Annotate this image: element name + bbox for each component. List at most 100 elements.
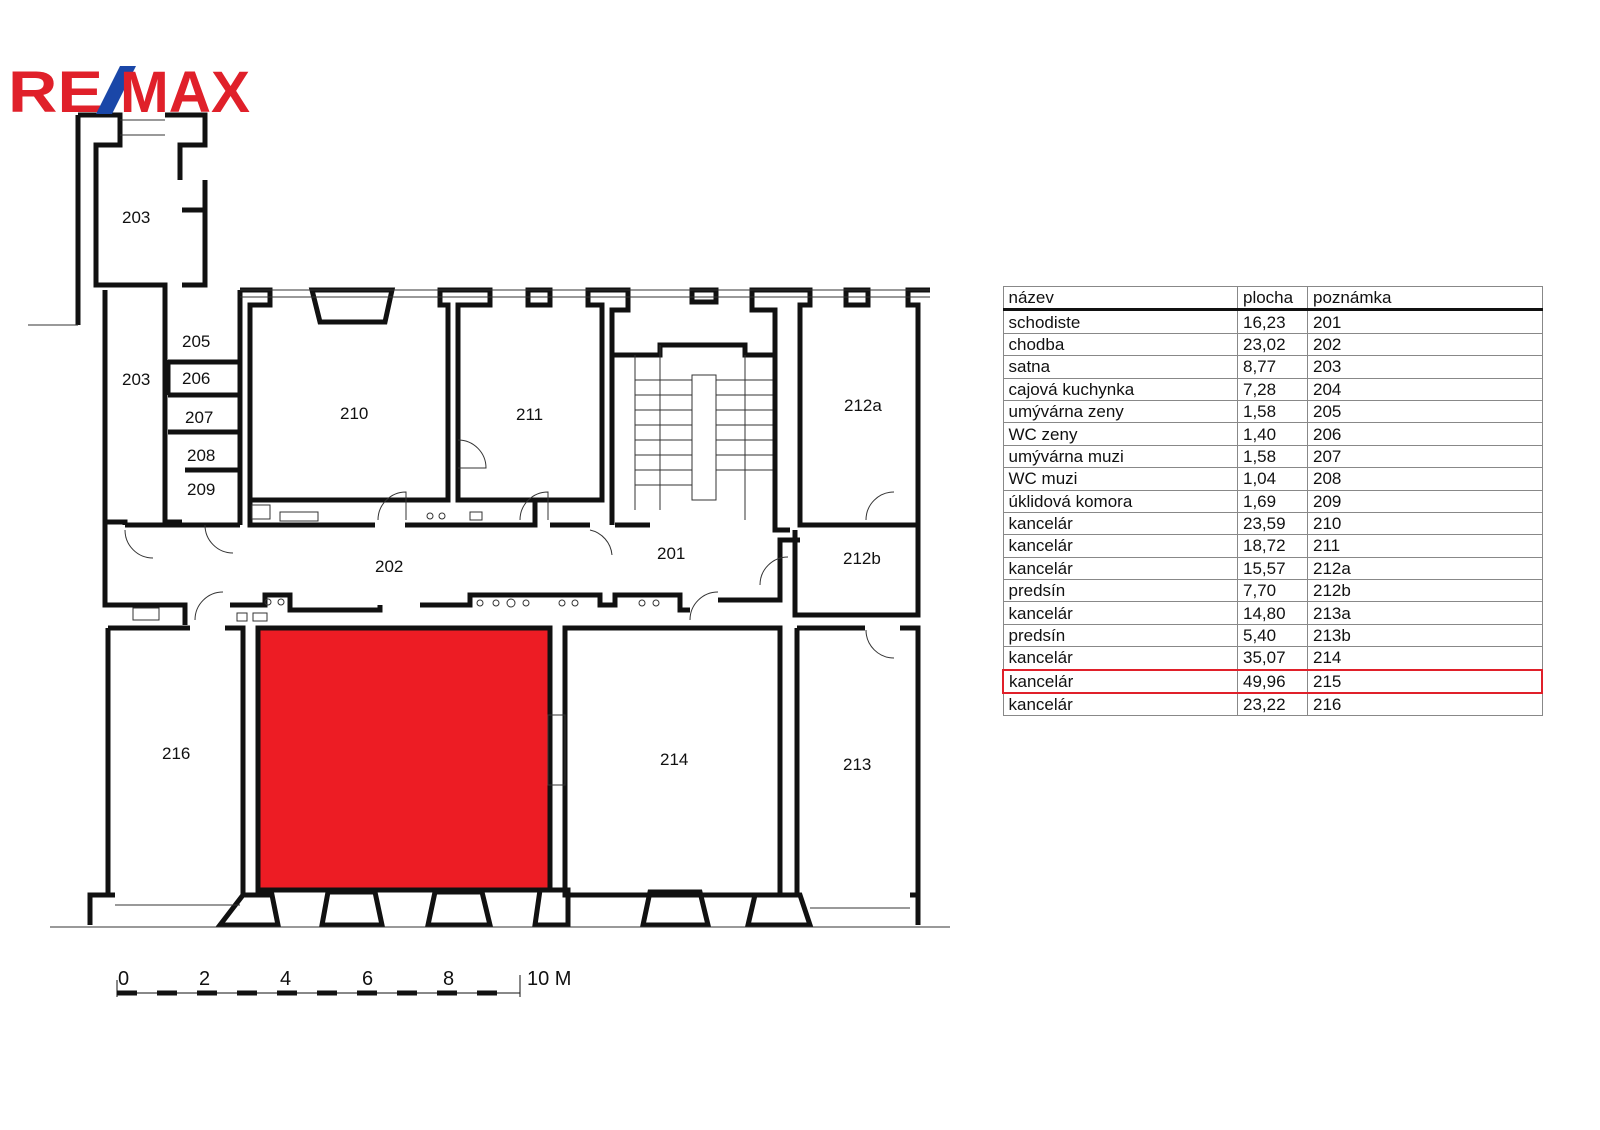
area-cell: 16,23 bbox=[1237, 309, 1308, 334]
corridor-walls bbox=[102, 500, 921, 625]
name-cell: schodiste bbox=[1002, 309, 1238, 334]
svg-text:RE: RE bbox=[8, 62, 103, 118]
name-cell: predsín bbox=[1002, 623, 1238, 648]
name-cell: kancelár bbox=[1002, 601, 1238, 625]
room-label: 213 bbox=[843, 755, 871, 774]
name-cell: chodba bbox=[1002, 332, 1238, 357]
room-label: 210 bbox=[340, 404, 368, 423]
area-cell: 1,58 bbox=[1237, 444, 1308, 469]
room-label: 203 bbox=[122, 208, 150, 227]
name-cell: umývárna zeny bbox=[1002, 399, 1238, 424]
room-label: 205 bbox=[182, 332, 210, 351]
note-cell: 214 bbox=[1307, 646, 1543, 671]
room-label: 203 bbox=[122, 370, 150, 389]
area-cell: 5,40 bbox=[1237, 623, 1308, 648]
note-cell: 213b bbox=[1307, 623, 1543, 648]
room-label: 211 bbox=[516, 405, 543, 424]
area-cell: 1,69 bbox=[1237, 489, 1308, 513]
floor-plan: 203 203 205 206 207 208 209 210 211 212a… bbox=[28, 112, 950, 997]
note-cell: 213a bbox=[1307, 601, 1543, 625]
scale-label: 6 bbox=[362, 968, 374, 990]
room-label: 206 bbox=[182, 369, 210, 388]
room-label: 207 bbox=[185, 408, 213, 427]
top-facade bbox=[240, 287, 930, 528]
note-cell: 207 bbox=[1307, 444, 1543, 469]
room-label: 208 bbox=[187, 446, 215, 465]
scale-bar bbox=[116, 975, 521, 997]
note-cell: 212b bbox=[1307, 579, 1543, 603]
name-cell: úklidová komora bbox=[1002, 489, 1238, 513]
area-cell: 23,22 bbox=[1237, 692, 1308, 717]
name-cell: WC muzi bbox=[1002, 467, 1238, 491]
name-cell: kancelár bbox=[1002, 668, 1238, 695]
note-cell: 209 bbox=[1307, 489, 1543, 513]
room-label: 212a bbox=[844, 396, 882, 415]
note-cell: 211 bbox=[1307, 534, 1543, 558]
area-cell: 14,80 bbox=[1237, 601, 1308, 625]
area-cell: 49,96 bbox=[1237, 668, 1308, 695]
name-cell: satna bbox=[1002, 355, 1238, 379]
area-cell: plocha bbox=[1237, 285, 1308, 312]
area-cell: 1,04 bbox=[1237, 467, 1308, 491]
stair bbox=[634, 345, 776, 520]
name-cell: predsín bbox=[1002, 579, 1238, 603]
area-cell: 8,77 bbox=[1237, 355, 1308, 379]
note-cell: 212a bbox=[1307, 556, 1543, 581]
room-label: 202 bbox=[375, 557, 403, 576]
note-cell: 216 bbox=[1307, 692, 1543, 717]
note-cell: 208 bbox=[1307, 467, 1543, 491]
left-wall bbox=[75, 115, 243, 525]
name-cell: kancelár bbox=[1002, 534, 1238, 558]
area-cell: 23,02 bbox=[1237, 332, 1308, 357]
bottom-facade bbox=[87, 887, 921, 928]
scale-label: 8 bbox=[443, 968, 455, 990]
stair-side bbox=[609, 355, 790, 533]
note-cell: 206 bbox=[1307, 422, 1543, 446]
area-cell: 7,70 bbox=[1237, 579, 1308, 603]
note-cell: 205 bbox=[1307, 399, 1543, 424]
room-label: 216 bbox=[162, 744, 190, 763]
area-cell: 23,59 bbox=[1237, 511, 1308, 536]
scale-label: 2 bbox=[199, 968, 211, 990]
note-cell: 202 bbox=[1307, 332, 1543, 357]
name-cell: název bbox=[1002, 285, 1238, 312]
name-cell: umývárna muzi bbox=[1002, 444, 1238, 469]
name-cell: kancelár bbox=[1002, 511, 1238, 536]
room-label: 209 bbox=[187, 480, 215, 499]
scale-label: 4 bbox=[280, 968, 292, 990]
name-cell: cajová kuchynka bbox=[1002, 377, 1238, 401]
svg-text:MAX: MAX bbox=[120, 62, 250, 118]
door-swings bbox=[124, 439, 895, 659]
note-cell: 203 bbox=[1307, 355, 1543, 379]
area-cell: 15,57 bbox=[1237, 556, 1308, 581]
fixtures bbox=[132, 504, 660, 786]
room-label: 201 bbox=[657, 544, 685, 563]
window-piers bbox=[308, 287, 871, 325]
note-cell: 210 bbox=[1307, 511, 1543, 536]
tower-wall bbox=[78, 112, 208, 290]
scale-label: 10 M bbox=[527, 968, 572, 990]
name-cell: WC zeny bbox=[1002, 422, 1238, 446]
wc-walls bbox=[165, 359, 240, 473]
area-cell: 18,72 bbox=[1237, 534, 1308, 558]
room-215-highlight bbox=[258, 628, 550, 890]
note-cell: poznámka bbox=[1307, 285, 1543, 312]
